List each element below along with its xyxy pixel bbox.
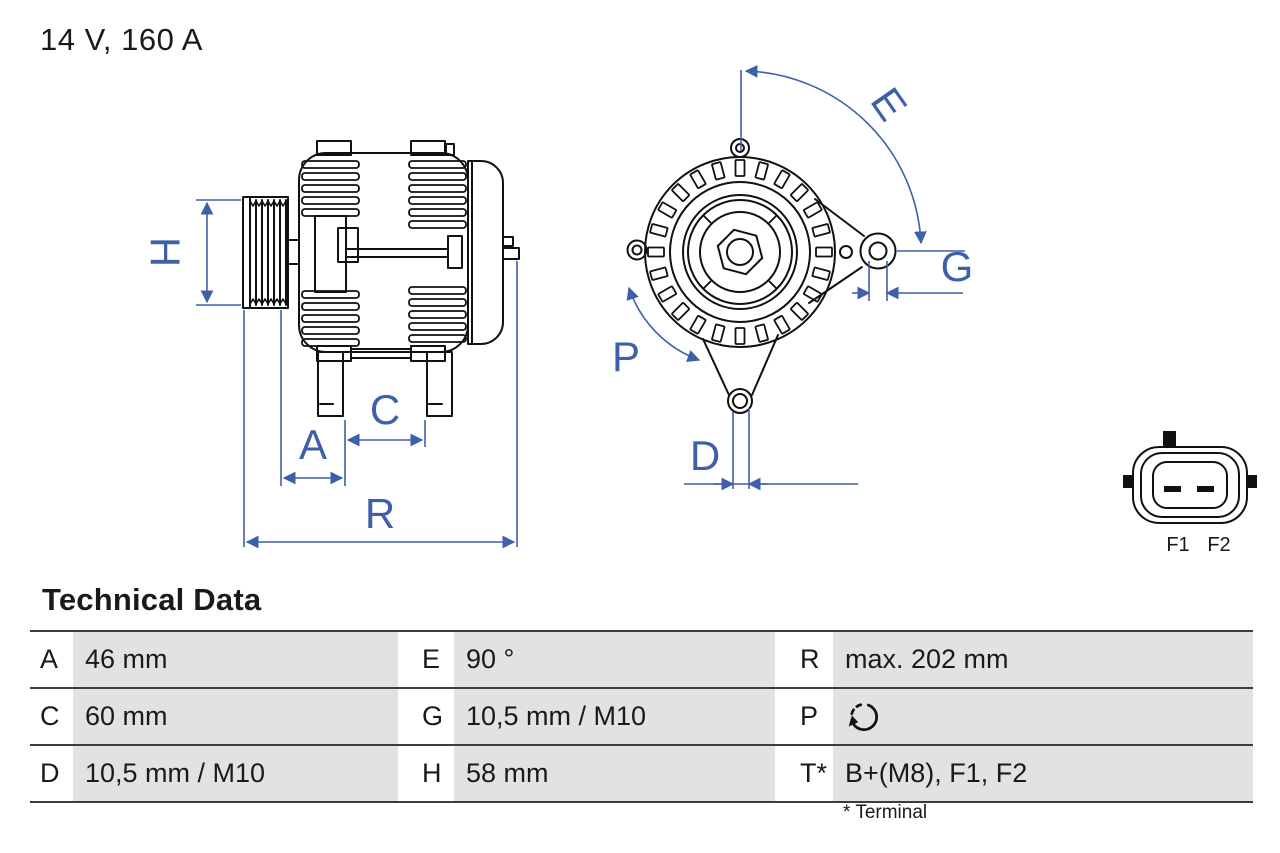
dim-value-cell: 58 mm (454, 746, 775, 801)
dim-key-cell: R (775, 632, 833, 687)
dim-label-h: H (142, 237, 189, 267)
spokes (702, 214, 778, 290)
alternator-side-view (242, 140, 520, 417)
dim-label-p: P (612, 333, 640, 380)
side-view-dimensions (196, 199, 518, 549)
terminal-footnote: * Terminal (843, 802, 928, 823)
dim-label-c: C (370, 386, 400, 433)
front-view-dimensions (626, 64, 965, 491)
dim-value-cell: 46 mm (73, 632, 398, 687)
dim-key-cell: G (398, 689, 454, 744)
dim-key-cell: E (398, 632, 454, 687)
dim-value-cell: 10,5 mm / M10 (454, 689, 775, 744)
technical-data-heading: Technical Data (42, 582, 262, 617)
pin-label-f2: F2 (1207, 534, 1230, 556)
dim-key-cell: A (30, 632, 73, 687)
vent-slots (647, 159, 833, 345)
pulley (242, 196, 300, 309)
housing-body (298, 140, 469, 362)
alternator-front-view (626, 138, 897, 414)
front-fins (301, 160, 360, 347)
left-lug (626, 239, 648, 261)
table-row: A 46 mm E 90 ° R max. 202 mm (30, 630, 1253, 687)
dim-value-cell: B+(M8), F1, F2 (833, 746, 1253, 801)
dim-value-cell (833, 689, 1253, 744)
dim-key-cell: P (775, 689, 833, 744)
dim-key-cell: D (30, 746, 73, 801)
bottom-mount-lug (702, 334, 779, 414)
dim-value-cell: max. 202 mm (833, 632, 1253, 687)
dim-value-cell: 90 ° (454, 632, 775, 687)
dim-value-cell: 60 mm (73, 689, 398, 744)
technical-data-table: A 46 mm E 90 ° R max. 202 mm C 60 mm G 1… (30, 630, 1253, 803)
rotation-arrow-icon (848, 702, 878, 731)
side-view-dimension-labels: H A C R (142, 237, 401, 537)
dim-key-cell: T* (775, 746, 833, 801)
connector-tabs (1123, 431, 1257, 492)
dim-value-cell: 10,5 mm / M10 (73, 746, 398, 801)
dim-label-e: E (862, 79, 917, 129)
page-title: 14 V, 160 A (40, 22, 203, 57)
pin-f2-contact (1197, 486, 1214, 492)
pin-f1-contact (1164, 486, 1181, 492)
dim-label-a: A (299, 421, 327, 468)
connector-pin-labels: F1 F2 (1166, 534, 1230, 556)
top-lug (730, 138, 750, 158)
connector-plug (1123, 431, 1257, 524)
dim-label-g: G (941, 243, 974, 290)
pin-label-f1: F1 (1166, 534, 1189, 556)
table-row: C 60 mm G 10,5 mm / M10 P (30, 687, 1253, 744)
alternator-diagram: H A C R (142, 64, 1257, 556)
dim-label-r: R (365, 490, 395, 537)
mounting-legs (317, 351, 453, 417)
rear-cover (467, 160, 520, 345)
shaft-nut (716, 228, 764, 276)
table-row: D 10,5 mm / M10 H 58 mm T* B+(M8), F1, F… (30, 744, 1253, 801)
dim-key-cell: C (30, 689, 73, 744)
front-view-dimension-labels: E G P D (612, 79, 973, 479)
dim-key-cell: H (398, 746, 454, 801)
right-mount-arm (808, 198, 897, 304)
rear-fins (408, 160, 467, 343)
dim-label-d: D (690, 432, 720, 479)
